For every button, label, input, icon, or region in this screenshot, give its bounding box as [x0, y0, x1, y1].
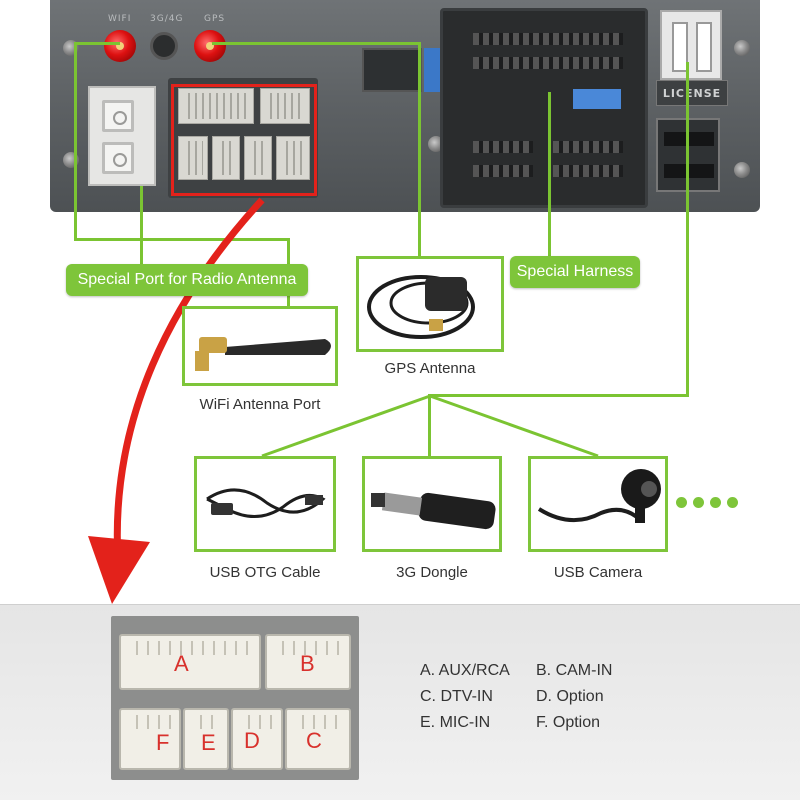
connector-letter-a: A — [174, 651, 189, 676]
plug-b — [260, 88, 310, 124]
wifi-sma-connector — [104, 30, 136, 62]
3g-dongle-caption: 3G Dongle — [396, 564, 468, 581]
legend-item-e: E. MIC-IN — [420, 714, 491, 731]
special-harness-callout: Special Harness — [510, 256, 640, 288]
connector-letter-d: D — [244, 728, 260, 753]
screw-icon — [734, 162, 750, 178]
license-plate — [656, 80, 728, 106]
connector-line — [74, 238, 290, 241]
legend-item-d: D. Option — [536, 688, 604, 705]
plug-a — [178, 88, 254, 124]
connector-letter-b: B — [300, 651, 315, 676]
wifi-antenna-frame — [182, 306, 338, 386]
connector-line — [548, 92, 551, 256]
connector-line — [140, 186, 143, 266]
small-plug — [362, 48, 422, 92]
connector-line — [74, 42, 120, 45]
usb-camera-frame — [528, 456, 668, 552]
legend-item-f: F. Option — [536, 714, 601, 731]
usb-icon — [672, 22, 688, 72]
connector-line — [74, 42, 77, 240]
red-arrow-head — [88, 536, 150, 604]
usb-port-pair — [660, 10, 722, 80]
connector-photo — [111, 616, 359, 780]
usb-camera-icon — [537, 469, 661, 523]
gps-antenna-icon — [367, 275, 475, 339]
plug-e — [212, 136, 240, 180]
3g-port-cap — [150, 32, 178, 60]
harness-connector-block — [168, 78, 318, 198]
red-arrow-curve — [113, 197, 265, 561]
gps-sma-connector — [194, 30, 226, 62]
plug-d — [244, 136, 272, 180]
blue-connector-cap — [424, 48, 440, 92]
fakra-socket-icon — [102, 100, 134, 132]
wifi-antenna-icon — [195, 337, 331, 371]
more-accessories-dots — [676, 497, 738, 508]
plug-c — [276, 136, 310, 180]
usb-otg-caption: USB OTG Cable — [209, 564, 321, 581]
legend-item-c: C. DTV-IN — [420, 688, 493, 705]
3g-dongle-frame — [362, 456, 502, 552]
gps-port-label: GPS — [204, 14, 226, 24]
3g-dongle-icon — [371, 492, 496, 530]
fakra-socket-icon — [102, 142, 134, 174]
connector-d — [231, 708, 283, 770]
usb-cable-icon — [206, 488, 326, 518]
radio-antenna-callout: Special Port for Radio Antenna — [66, 264, 308, 296]
3g-port-label: 3G/4G — [150, 14, 184, 24]
gps-antenna-caption: GPS Antenna — [384, 360, 476, 377]
legend-item-a: A. AUX/RCA — [420, 662, 510, 679]
connector-f — [119, 708, 181, 770]
main-harness-socket — [440, 8, 648, 208]
plug-f — [178, 136, 208, 180]
connector-letter-c: C — [306, 728, 322, 753]
gps-antenna-frame — [356, 256, 504, 352]
legend-item-b: B. CAM-IN — [536, 662, 613, 679]
connector-line — [428, 394, 431, 456]
blue-clip — [573, 89, 621, 109]
connector-e — [183, 708, 229, 770]
usb-camera-caption: USB Camera — [553, 564, 643, 581]
connector-letter-f: F — [156, 730, 170, 755]
usb-icon — [696, 22, 712, 72]
highlight-box — [171, 84, 317, 196]
license-label: LICENSE — [662, 87, 722, 100]
radio-antenna-label: Special Port for Radio Antenna — [77, 271, 297, 288]
connector-b — [265, 634, 351, 690]
connector-letter-e: E — [201, 730, 216, 755]
special-harness-label: Special Harness — [516, 263, 634, 280]
radio-antenna-port — [88, 86, 156, 186]
connector-line — [418, 42, 421, 256]
wifi-port-label: WIFI — [108, 14, 132, 24]
wifi-antenna-caption: WiFi Antenna Port — [199, 396, 321, 413]
screw-icon — [734, 40, 750, 56]
connector-line — [686, 62, 689, 396]
usb-otg-frame — [194, 456, 336, 552]
connector-c — [285, 708, 351, 770]
connector-a — [119, 634, 261, 690]
connector-line — [428, 394, 689, 397]
connector-line — [212, 42, 420, 45]
